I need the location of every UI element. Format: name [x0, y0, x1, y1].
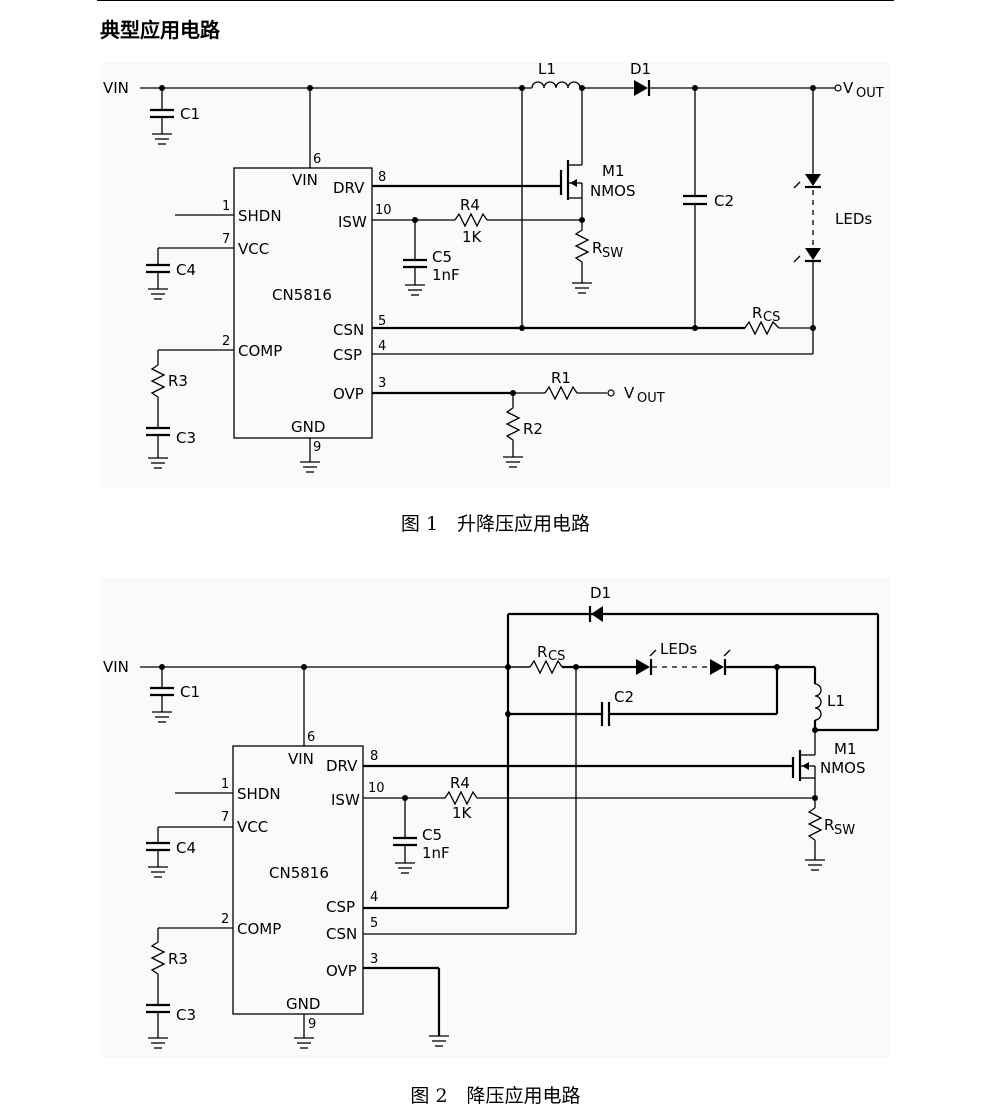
svg-text:1K: 1K: [452, 804, 473, 822]
svg-text:CS: CS: [763, 310, 780, 325]
svg-text:R4: R4: [460, 196, 480, 214]
svg-text:R: R: [752, 304, 762, 322]
svg-text:9: 9: [308, 1017, 316, 1032]
diode-d1: [634, 80, 648, 96]
svg-text:C2: C2: [714, 192, 734, 210]
svg-text:VIN: VIN: [103, 658, 129, 676]
svg-text:L1: L1: [538, 62, 556, 78]
figure-2-schematic: VIN C1 6 VIN DRV ISW SHDN VCC CN5816 CSP…: [100, 578, 890, 1058]
svg-text:OVP: OVP: [326, 962, 357, 980]
svg-text:R2: R2: [523, 420, 543, 438]
svg-text:1K: 1K: [462, 228, 483, 246]
svg-text:1: 1: [222, 199, 230, 214]
svg-text:CSP: CSP: [326, 898, 355, 916]
svg-text:D1: D1: [590, 584, 611, 602]
svg-text:NMOS: NMOS: [820, 759, 866, 777]
svg-text:R: R: [824, 816, 834, 834]
figure-2-caption: 图 2 降压应用电路: [410, 1085, 581, 1107]
svg-text:SHDN: SHDN: [238, 207, 282, 225]
svg-text:CN5816: CN5816: [269, 864, 329, 882]
svg-text:V: V: [843, 79, 854, 97]
svg-text:VCC: VCC: [238, 240, 269, 258]
svg-text:CSN: CSN: [326, 925, 357, 943]
svg-text:GND: GND: [286, 995, 320, 1013]
svg-text:4: 4: [370, 890, 378, 905]
svg-text:GND: GND: [291, 418, 325, 436]
svg-text:NMOS: NMOS: [590, 182, 636, 200]
chip-cn5816: [233, 167, 373, 439]
svg-text:LEDs: LEDs: [835, 210, 872, 228]
svg-text:4: 4: [378, 339, 386, 354]
svg-text:M1: M1: [602, 162, 625, 180]
svg-text:10: 10: [375, 203, 392, 218]
svg-text:10: 10: [368, 781, 385, 796]
svg-text:M1: M1: [834, 740, 857, 758]
svg-text:VIN: VIN: [292, 171, 318, 189]
svg-text:V: V: [624, 384, 635, 402]
svg-text:C4: C4: [176, 839, 196, 857]
inductor-l1: [531, 81, 581, 89]
svg-text:DRV: DRV: [326, 757, 358, 775]
svg-text:R3: R3: [168, 950, 188, 968]
svg-text:SW: SW: [602, 246, 623, 261]
chip-cn5816-fig2: [232, 745, 364, 1015]
svg-text:7: 7: [222, 232, 230, 247]
svg-text:OUT: OUT: [856, 86, 884, 101]
svg-text:C3: C3: [176, 1006, 196, 1024]
svg-text:SW: SW: [834, 823, 855, 838]
capacitor-c1: [150, 88, 174, 145]
figure-1-caption: 图 1 升降压应用电路: [400, 513, 591, 535]
svg-text:CSP: CSP: [333, 346, 362, 364]
svg-text:1: 1: [221, 777, 229, 792]
svg-text:VIN: VIN: [288, 750, 314, 768]
svg-text:OVP: OVP: [333, 385, 364, 403]
svg-text:R: R: [537, 643, 547, 661]
top-rule: [97, 0, 894, 1]
svg-text:6: 6: [313, 152, 321, 167]
svg-text:C3: C3: [176, 429, 196, 447]
svg-text:DRV: DRV: [333, 179, 365, 197]
svg-text:ISW: ISW: [331, 791, 360, 809]
svg-text:LEDs: LEDs: [660, 640, 697, 658]
svg-text:1nF: 1nF: [432, 266, 460, 284]
svg-text:6: 6: [307, 730, 315, 745]
svg-text:C2: C2: [614, 688, 634, 706]
section-title: 典型应用电路: [100, 18, 220, 42]
c1-label: C1: [180, 105, 200, 123]
svg-text:R3: R3: [168, 372, 188, 390]
svg-text:3: 3: [370, 952, 378, 967]
svg-text:2: 2: [222, 334, 230, 349]
svg-text:R4: R4: [450, 774, 470, 792]
chip-name: CN5816: [272, 286, 332, 304]
svg-text:7: 7: [221, 810, 229, 825]
svg-text:COMP: COMP: [238, 342, 282, 360]
svg-text:D1: D1: [630, 62, 651, 78]
svg-text:8: 8: [378, 170, 386, 185]
svg-text:CSN: CSN: [333, 321, 364, 339]
svg-text:R: R: [592, 239, 602, 257]
svg-text:SHDN: SHDN: [237, 785, 281, 803]
vin-label: VIN: [103, 79, 129, 97]
svg-text:ISW: ISW: [338, 213, 367, 231]
svg-text:5: 5: [378, 314, 386, 329]
svg-text:L1: L1: [827, 692, 845, 710]
svg-text:C5: C5: [422, 826, 442, 844]
svg-text:R1: R1: [551, 369, 571, 387]
svg-text:2: 2: [221, 912, 229, 927]
svg-text:9: 9: [313, 440, 321, 455]
svg-text:C5: C5: [432, 248, 452, 266]
svg-text:VCC: VCC: [237, 818, 268, 836]
figure-1-schematic: VIN C1 6 VIN DRV ISW SHDN VCC CN5816 CSN…: [100, 62, 890, 487]
svg-text:C1: C1: [180, 683, 200, 701]
svg-text:5: 5: [370, 916, 378, 931]
svg-text:8: 8: [370, 749, 378, 764]
svg-text:COMP: COMP: [237, 920, 281, 938]
svg-text:1nF: 1nF: [422, 844, 450, 862]
svg-text:3: 3: [378, 376, 386, 391]
svg-text:C4: C4: [176, 261, 196, 279]
svg-text:OUT: OUT: [637, 391, 665, 406]
svg-text:CS: CS: [548, 649, 565, 664]
